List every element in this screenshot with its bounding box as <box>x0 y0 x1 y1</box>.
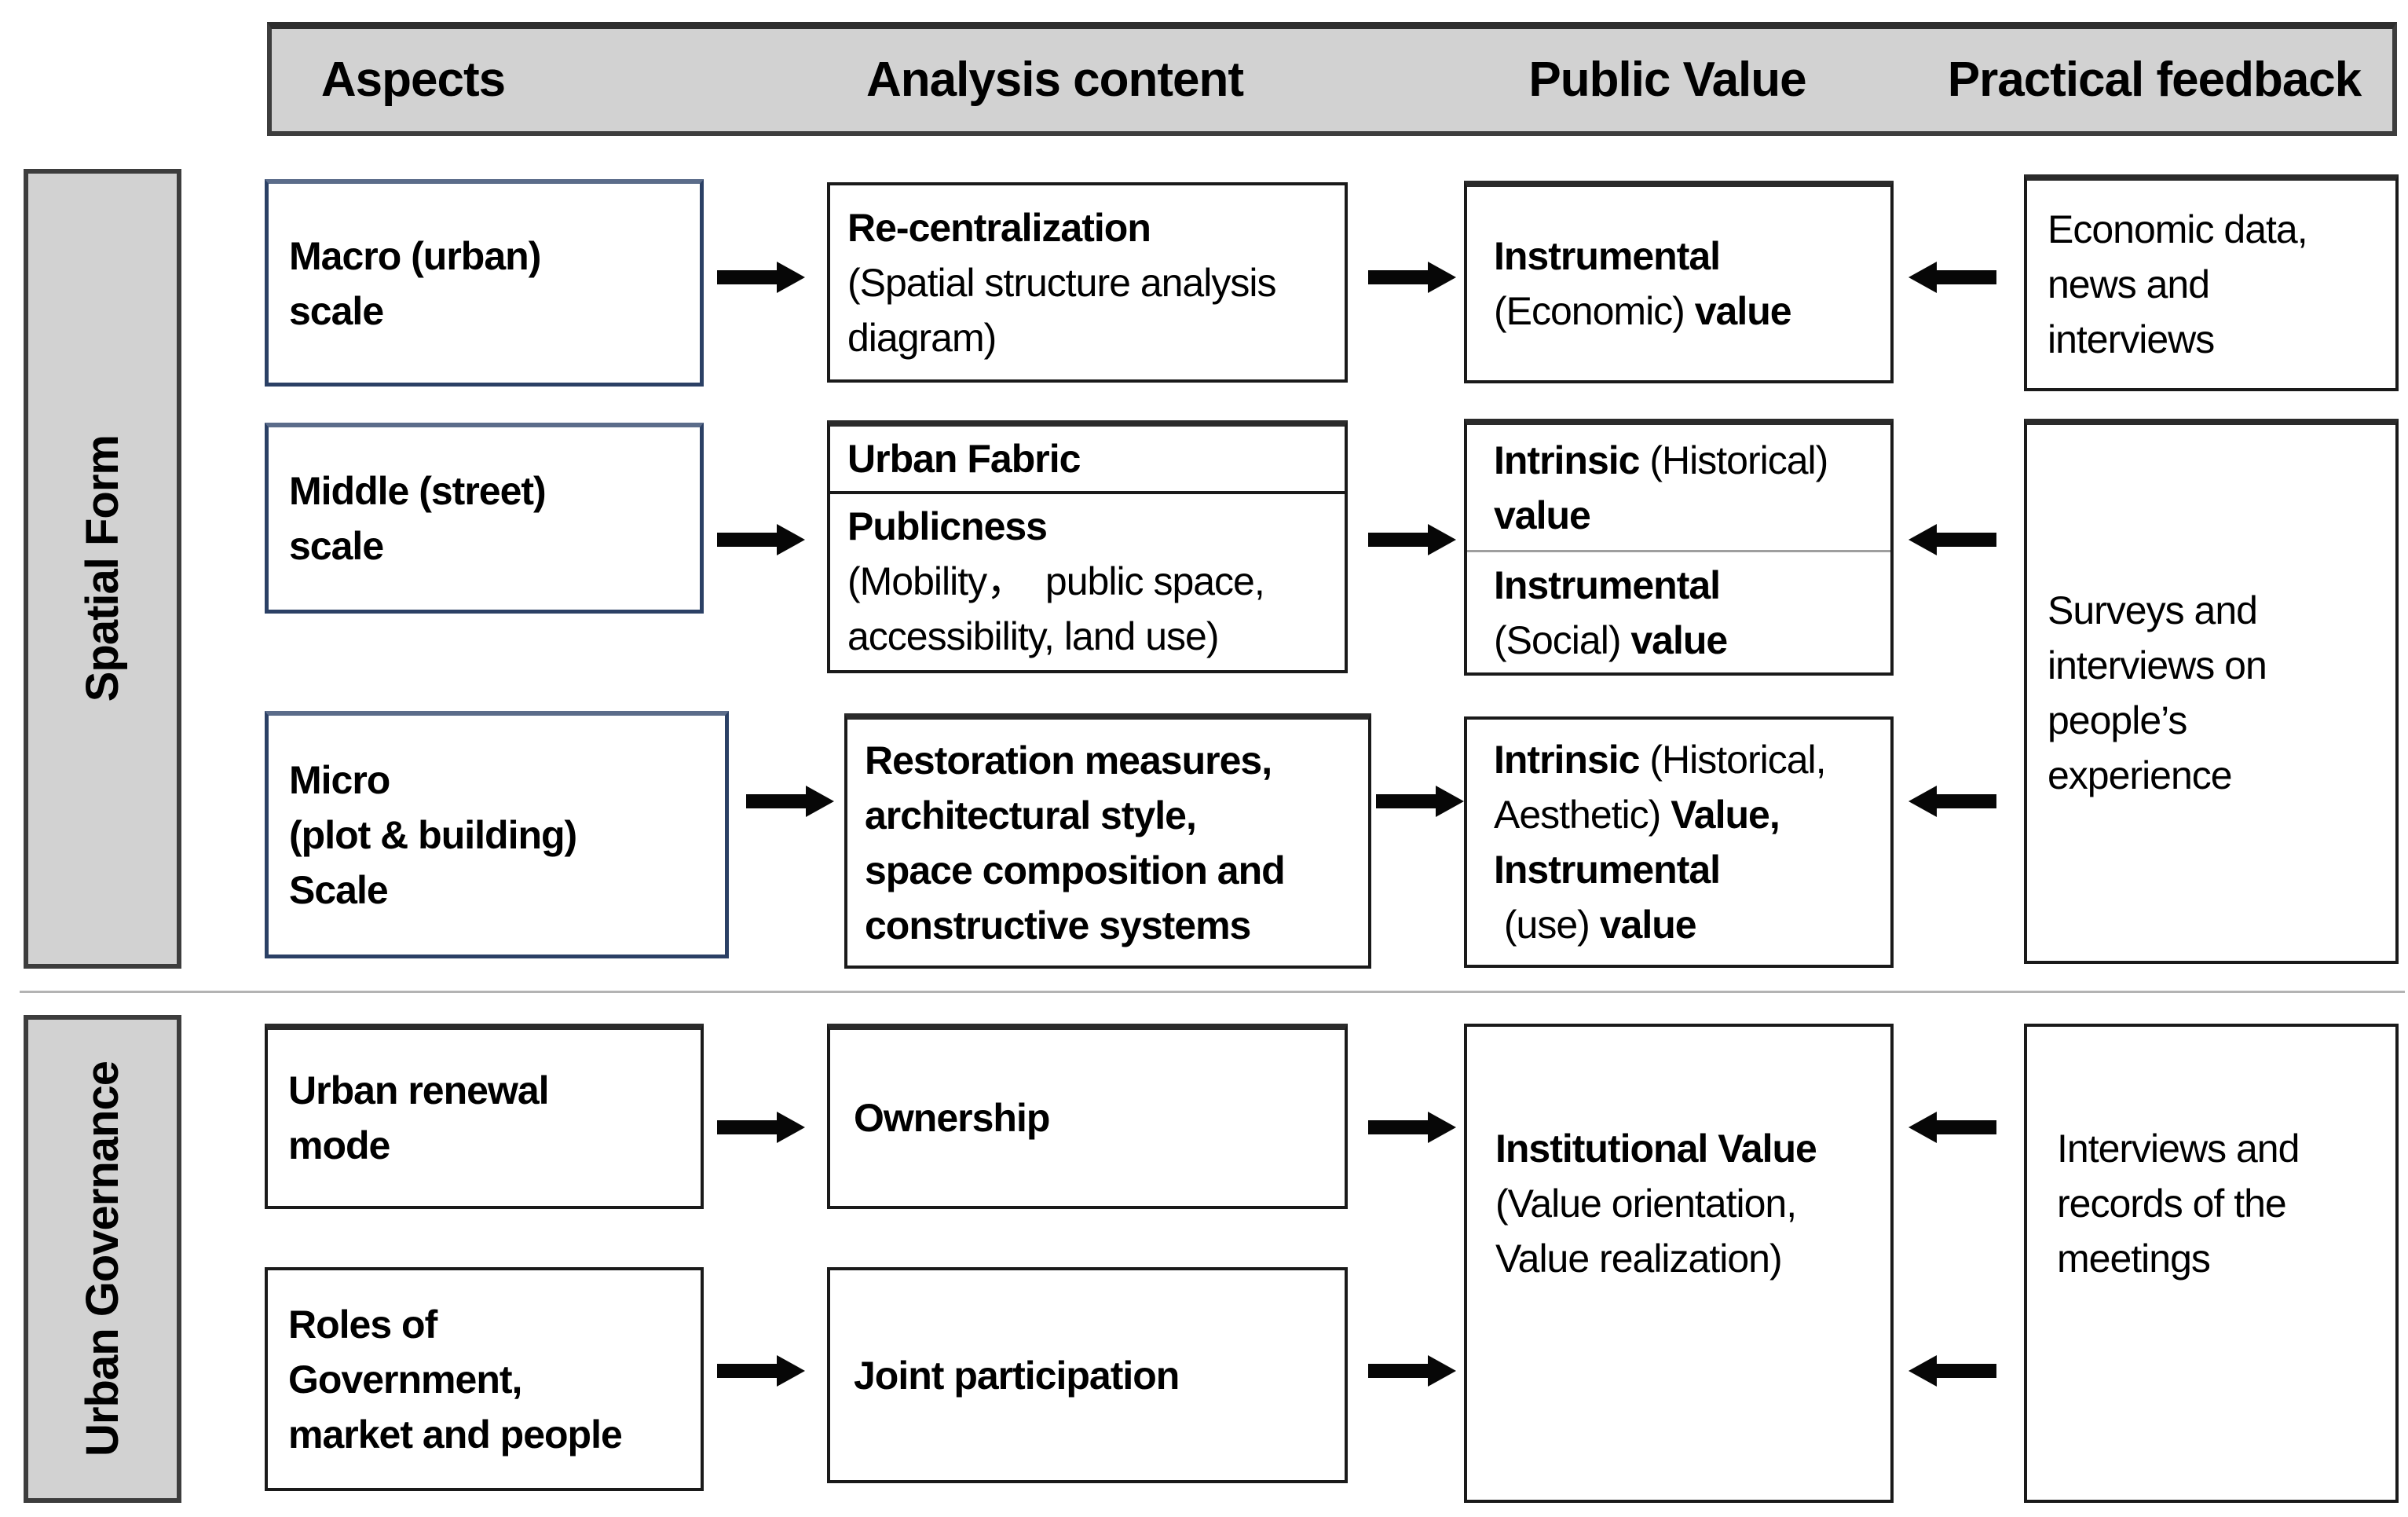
interviews-text: Interviews and records of the meetings <box>2057 1127 2300 1281</box>
arrow-left-icon <box>1908 262 1996 293</box>
aspect-box-urban-renewal: Urban renewal mode <box>265 1024 704 1209</box>
feedback-box-interviews: Interviews and records of the meetings <box>2024 1024 2399 1503</box>
section-label-urban-governance: Urban Governance <box>24 1015 181 1503</box>
section-label-spatial-form: Spatial Form <box>24 169 181 969</box>
institutional-text: Institutional Value (Value orientation, … <box>1495 1127 1817 1281</box>
public-value-box-instrumental-economic: Instrumental (Economic) value <box>1464 181 1894 383</box>
arrow-right-icon <box>717 262 805 293</box>
column-header-public-value: Public Value <box>1528 53 1806 107</box>
public-value-box-intrinsic-aesthetic: Intrinsic (Historical, Aesthetic) Value,… <box>1464 716 1894 968</box>
arrow-right-icon <box>746 786 834 817</box>
restoration-text: Restoration measures, architectural styl… <box>865 738 1286 947</box>
micro-scale-text: Micro (plot & building) Scale <box>289 758 577 912</box>
arrow-left-icon <box>1908 786 1996 817</box>
arrow-left-icon <box>1908 1112 1996 1143</box>
ownership-text: Ownership <box>854 1096 1050 1140</box>
section-divider-line <box>20 991 2405 993</box>
aspect-box-middle-scale: Middle (street) scale <box>265 423 704 614</box>
macro-scale-text: Macro (urban) scale <box>289 233 541 333</box>
feedback-box-economic-data: Economic data, news and interviews <box>2024 174 2399 391</box>
urban-governance-label: Urban Governance <box>77 1061 128 1457</box>
recentralization-text: Re-centralization (Spatial structure ana… <box>847 205 1276 360</box>
urban-renewal-text: Urban renewal mode <box>288 1068 550 1167</box>
instrumental-social-cell: Instrumental (Social) value <box>1467 552 1890 672</box>
analysis-box-ownership: Ownership <box>827 1024 1348 1209</box>
analysis-box-joint-participation: Joint participation <box>827 1267 1348 1483</box>
arrow-right-icon <box>1376 786 1464 817</box>
column-header-analysis-content: Analysis content <box>865 53 1244 107</box>
joint-participation-text: Joint participation <box>854 1353 1180 1398</box>
arrow-right-icon <box>1368 262 1456 293</box>
publicness-text: Publicness (Mobility， public space, acce… <box>847 504 1265 658</box>
aspect-box-micro-scale: Micro (plot & building) Scale <box>265 711 729 958</box>
arrow-right-icon <box>1368 524 1456 555</box>
intrinsic-historical-cell: Intrinsic (Historical) value <box>1467 425 1890 552</box>
column-header-aspects: Aspects <box>320 53 506 107</box>
spatial-form-label: Spatial Form <box>77 435 128 702</box>
aspect-box-roles: Roles of Government, market and people <box>265 1267 704 1491</box>
arrow-right-icon <box>717 524 805 555</box>
public-value-box-institutional: Institutional Value (Value orientation, … <box>1464 1024 1894 1503</box>
instrumental-social-text: Instrumental (Social) value <box>1494 562 1728 662</box>
arrow-right-icon <box>1368 1112 1456 1143</box>
arrow-left-icon <box>1908 524 1996 555</box>
arrow-right-icon <box>717 1355 805 1387</box>
public-value-box-intrinsic-instrumental: Intrinsic (Historical) value Instrumenta… <box>1464 419 1894 676</box>
column-header-practical-feedback: Practical feedback <box>1947 53 2362 107</box>
analysis-box-recentralization: Re-centralization (Spatial structure ana… <box>827 182 1348 383</box>
roles-text: Roles of Government, market and people <box>288 1302 623 1457</box>
feedback-box-surveys: Surveys and interviews on people’s exper… <box>2024 419 2399 964</box>
economic-data-text: Economic data, news and interviews <box>2048 207 2308 361</box>
publicness-cell: Publicness (Mobility， public space, acce… <box>830 494 1345 670</box>
intrinsic-historical-text: Intrinsic (Historical) value <box>1494 438 1828 537</box>
middle-scale-text: Middle (street) scale <box>289 469 547 568</box>
aspect-box-macro-scale: Macro (urban) scale <box>265 179 704 387</box>
arrow-right-icon <box>1368 1355 1456 1387</box>
intrinsic-aesthetic-text: Intrinsic (Historical, Aesthetic) Value,… <box>1494 738 1827 947</box>
urban-fabric-text: Urban Fabric <box>847 437 1081 481</box>
surveys-text: Surveys and interviews on people’s exper… <box>2048 588 2267 797</box>
analysis-box-restoration: Restoration measures, architectural styl… <box>844 713 1371 969</box>
column-header-bar: Aspects Analysis content Public Value Pr… <box>267 22 2397 136</box>
arrow-left-icon <box>1908 1355 1996 1387</box>
instrumental-economic-text: Instrumental (Economic) value <box>1494 234 1792 333</box>
analysis-box-urban-fabric-publicness: Urban Fabric Publicness (Mobility， publi… <box>827 420 1348 673</box>
arrow-right-icon <box>717 1112 805 1143</box>
urban-fabric-cell: Urban Fabric <box>830 427 1345 494</box>
